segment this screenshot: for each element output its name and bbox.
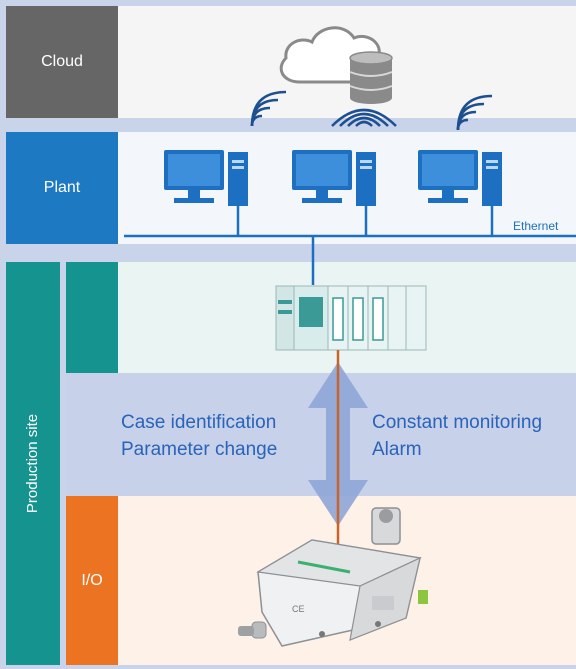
caption-alarm: Alarm: [372, 439, 422, 460]
computer-icon: [292, 150, 376, 206]
production-site-layer-label: [6, 262, 60, 665]
wifi-icon: [456, 94, 493, 131]
caption-parameter-change: Parameter change: [121, 439, 278, 460]
plant-layer-label: Plant: [6, 132, 118, 244]
ethernet-label: Ethernet: [513, 219, 558, 233]
right-caption: Constant monitoring Alarm: [372, 409, 542, 463]
wifi-icon: [250, 90, 287, 127]
plant-label-text: Plant: [43, 179, 81, 196]
sensor-device-icon: CE: [238, 507, 428, 647]
io-layer-label: I/O: [66, 496, 118, 665]
computer-icon: [164, 150, 248, 206]
wifi-icon: [331, 108, 397, 127]
database-icon: [349, 51, 393, 104]
caption-case-identification: Case identification: [121, 412, 277, 433]
caption-constant-monitoring: Constant monitoring: [372, 412, 543, 433]
ethernet-bus: [124, 206, 576, 285]
plc-controller-icon: [275, 285, 427, 351]
svg-text:CE: CE: [292, 604, 305, 614]
cloud-label-text: Cloud: [41, 53, 83, 70]
production-sublayer-teal: [66, 262, 118, 373]
cloud-layer-label: Cloud: [6, 6, 118, 118]
computer-icon: [418, 150, 502, 206]
io-label-text: I/O: [81, 571, 103, 589]
left-caption: Case identification Parameter change: [121, 409, 277, 463]
ethernet-label-text: Ethernet: [513, 219, 559, 233]
